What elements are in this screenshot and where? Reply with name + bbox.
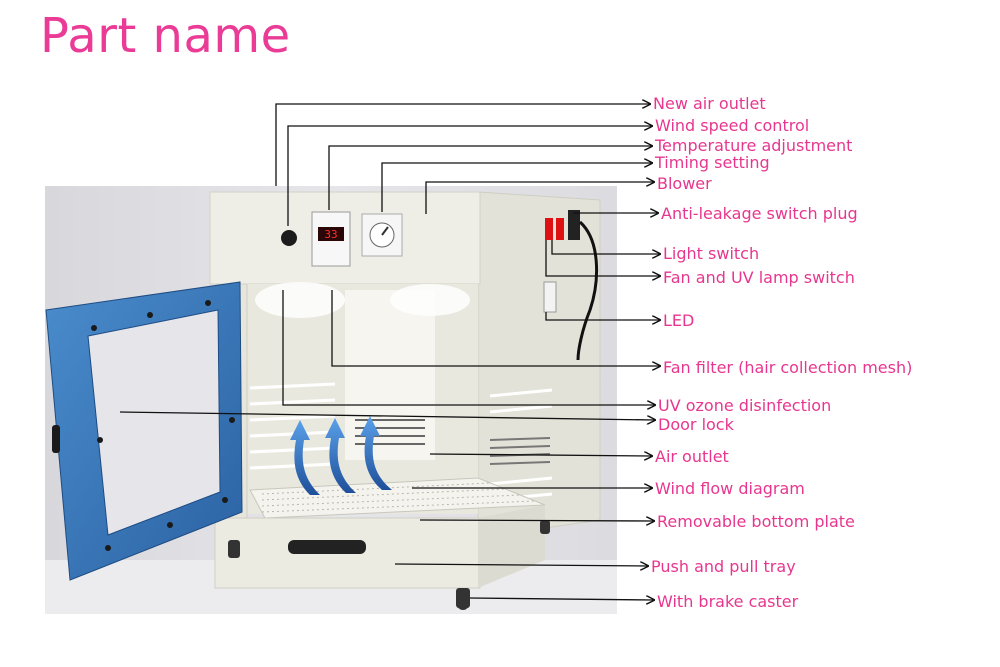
- label-timing-setting: Timing setting: [654, 153, 770, 172]
- anti-leakage-plug-body: [568, 210, 580, 240]
- product-photo: 33: [45, 186, 617, 614]
- label-new-air-outlet: New air outlet: [653, 94, 766, 113]
- label-with-brake-caster: With brake caster: [657, 592, 799, 611]
- label-fan-filter: Fan filter (hair collection mesh): [663, 358, 912, 377]
- fan-uv-switch-body: [556, 218, 564, 240]
- interior-light-glow-2: [390, 284, 470, 316]
- door-hinge: [52, 425, 60, 453]
- display-digits: 33: [324, 228, 337, 241]
- light-switch-body: [545, 218, 553, 240]
- label-anti-leakage-switch-plug: Anti-leakage switch plug: [661, 204, 858, 223]
- label-wind-flow-diagram: Wind flow diagram: [655, 479, 805, 498]
- leader-new-air-outlet: [276, 104, 650, 186]
- part-labels: New air outlet Wind speed control Temper…: [651, 94, 912, 611]
- label-door-lock: Door lock: [658, 415, 735, 434]
- label-wind-speed-control: Wind speed control: [655, 116, 809, 135]
- label-led: LED: [663, 311, 694, 330]
- label-push-and-pull-tray: Push and pull tray: [651, 557, 796, 576]
- label-uv-ozone-disinfection: UV ozone disinfection: [658, 396, 831, 415]
- wind-speed-knob: [281, 230, 297, 246]
- label-removable-bottom-plate: Removable bottom plate: [657, 512, 855, 531]
- label-fan-uv-lamp-switch: Fan and UV lamp switch: [663, 268, 855, 287]
- tray-handle: [288, 540, 366, 554]
- label-blower: Blower: [657, 174, 712, 193]
- led-lamp-body: [544, 282, 556, 312]
- label-air-outlet: Air outlet: [655, 447, 729, 466]
- label-light-switch: Light switch: [663, 244, 759, 263]
